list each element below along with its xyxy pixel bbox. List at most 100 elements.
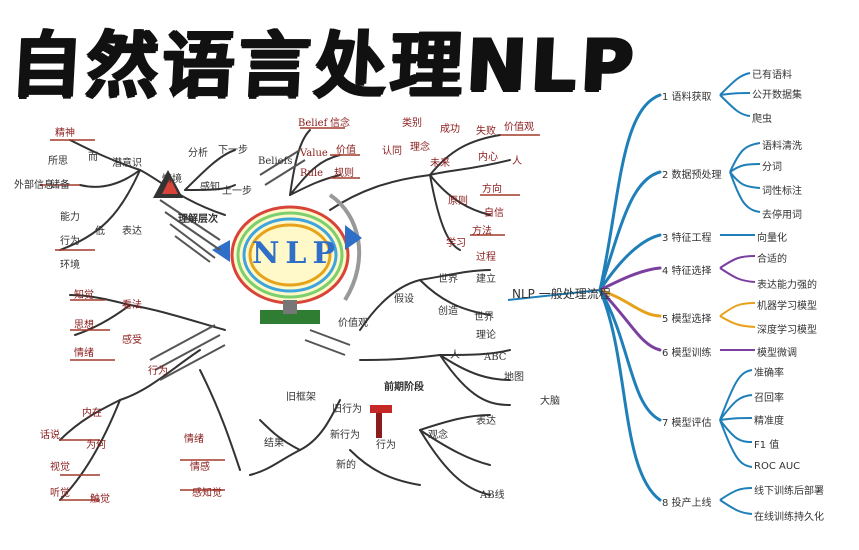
map-label: 假设 <box>394 294 414 305</box>
map-label: Value <box>300 148 328 159</box>
map-label: 人 <box>450 350 460 361</box>
leaf-4-2: 表达能力强的 <box>757 280 817 291</box>
map-label: 内在 <box>82 408 102 419</box>
map-label: 情绪 <box>184 434 204 445</box>
map-label: 观念 <box>428 430 448 441</box>
map-label: 为何 <box>86 440 106 451</box>
map-label: 理论 <box>476 330 496 341</box>
leaf-6-1: 模型微调 <box>757 348 797 359</box>
map-label: 外部信息 <box>14 180 54 191</box>
map-label: 分析 <box>188 148 208 159</box>
map-label: 信念 <box>330 118 350 129</box>
leaf-7-3: 精准度 <box>754 416 784 427</box>
map-label: 世界 <box>474 312 494 323</box>
map-label: 认同 <box>382 146 402 157</box>
leaf-7-1: 准确率 <box>754 368 784 379</box>
flow-step-3: 3 特征工程 <box>662 233 712 244</box>
map-label: 表达 <box>122 226 142 237</box>
leaf-7-4: F1 值 <box>754 440 780 451</box>
flow-step-1: 1 语料获取 <box>662 92 712 103</box>
leaf-2-1: 语料清洗 <box>762 141 802 152</box>
map-label: 过程 <box>476 252 496 263</box>
map-label: 能力 <box>60 212 80 223</box>
leaf-3-1: 向量化 <box>757 233 787 244</box>
leaf-5-1: 机器学习模型 <box>757 301 817 312</box>
map-label: Beliefs <box>258 156 293 167</box>
map-label: 表达 <box>476 416 496 427</box>
map-label: 建立 <box>476 274 496 285</box>
map-label: 而 <box>88 152 98 163</box>
flow-title: NLP 一般处理流程 <box>512 287 611 301</box>
map-label: 世界 <box>438 274 458 285</box>
map-label: 所思 <box>48 156 68 167</box>
map-label: 价值 <box>336 145 356 156</box>
map-label: 看法 <box>122 300 142 311</box>
map-label: 潜意识 <box>112 158 142 169</box>
flow-step-5: 5 模型选择 <box>662 314 712 325</box>
map-label: 新行为 <box>330 430 360 441</box>
map-label: 价值观 <box>338 318 368 329</box>
map-label: 低 <box>95 226 105 237</box>
leaf-1-2: 公开数据集 <box>752 90 802 101</box>
map-label: 听觉 <box>50 488 70 499</box>
map-label: 感受 <box>122 335 142 346</box>
map-label: 人 <box>512 156 522 167</box>
leaf-8-2: 在线训练持久化 <box>754 512 824 523</box>
map-label: 理解层次 <box>178 214 218 225</box>
map-label: 规则 <box>334 168 354 179</box>
map-label: 成功 <box>440 124 460 135</box>
map-label: 情绪 <box>74 348 94 359</box>
map-label: 话说 <box>40 430 60 441</box>
map-label: ABC <box>484 352 507 363</box>
map-label: 内心 <box>478 152 498 163</box>
map-label: 类别 <box>402 118 422 129</box>
map-label: 旧行为 <box>332 404 362 415</box>
flow-step-6: 6 模型训练 <box>662 348 712 359</box>
map-label: 知觉 <box>74 290 94 301</box>
map-label: 自信 <box>484 208 504 219</box>
flow-step-2: 2 数据预处理 <box>662 170 722 181</box>
nlp-badge: NLP <box>252 236 342 271</box>
map-label: 大脑 <box>540 396 560 407</box>
map-label: 新的 <box>336 460 356 471</box>
map-label: 创造 <box>438 306 458 317</box>
leaf-2-4: 去停用词 <box>762 210 802 221</box>
map-label: 学习 <box>446 238 466 249</box>
leaf-1-1: 已有语料 <box>752 70 792 81</box>
map-label: 精神 <box>55 128 75 139</box>
map-label: 方法 <box>472 226 492 237</box>
map-label: 行为 <box>148 366 168 377</box>
map-label: 思想 <box>74 320 94 331</box>
map-label: 旧框架 <box>286 392 316 403</box>
flow-step-8: 8 投产上线 <box>662 498 712 509</box>
map-label: 价值观 <box>504 122 534 133</box>
map-label: 上一步 <box>222 186 252 197</box>
map-label: 行为 <box>60 236 80 247</box>
leaf-8-1: 线下训练后部署 <box>754 486 824 497</box>
map-label: 情感 <box>190 462 210 473</box>
leaf-7-2: 召回率 <box>754 393 784 404</box>
map-label: 结果 <box>264 438 284 449</box>
leaf-2-3: 词性标注 <box>762 186 802 197</box>
map-label: 理念 <box>410 142 430 153</box>
map-label: 感知觉 <box>192 488 222 499</box>
map-label: 触觉 <box>90 494 110 505</box>
map-label: 储备 <box>50 180 70 191</box>
map-label: 方向 <box>482 184 502 195</box>
map-label: 原则 <box>448 196 468 207</box>
map-label: Belief <box>298 118 328 129</box>
map-label: Rule <box>300 168 324 179</box>
leaf-1-3: 爬虫 <box>752 114 772 125</box>
map-label: 未来 <box>430 158 450 169</box>
leaf-7-5: ROC AUC <box>754 461 801 472</box>
leaf-5-2: 深度学习模型 <box>757 325 817 336</box>
map-label: 情境 <box>162 174 182 185</box>
map-label: 视觉 <box>50 462 70 473</box>
map-label: 前期阶段 <box>384 382 424 393</box>
flow-step-7: 7 模型评估 <box>662 418 712 429</box>
map-label: 地图 <box>504 372 524 383</box>
map-label: AB线 <box>480 490 505 501</box>
map-label: 感知 <box>200 182 220 193</box>
map-label: 行为 <box>376 440 396 451</box>
